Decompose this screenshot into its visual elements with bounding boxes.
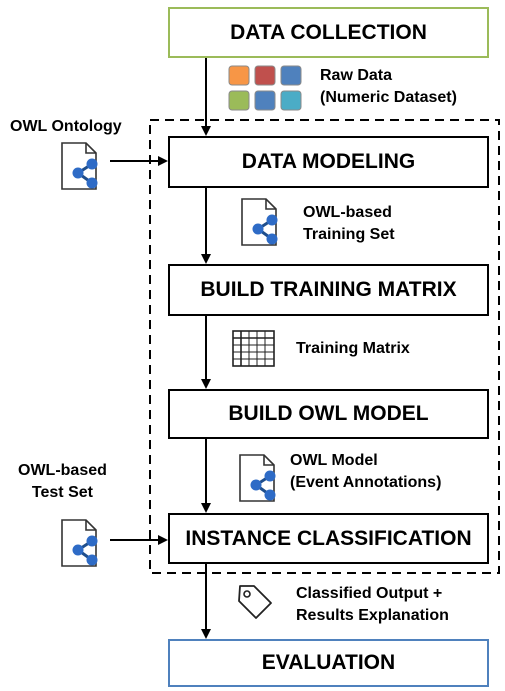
build-owl-model-box: BUILD OWL MODEL [168,389,489,439]
owl-ontology-label: OWL Ontology [10,118,122,135]
data-square [280,90,302,111]
data-modeling-label: DATA MODELING [241,150,416,173]
data-modeling-box: DATA MODELING [168,136,489,188]
process-boundary-dashed [149,119,500,574]
build-training-matrix-label: BUILD TRAINING MATRIX [200,278,457,301]
data-square [254,90,276,111]
build-owl-model-label: BUILD OWL MODEL [228,402,429,425]
build-training-matrix-box: BUILD TRAINING MATRIX [168,264,489,316]
classified-output-label: Classified Output + Results Explanation [296,585,449,624]
instance-classification-box: INSTANCE CLASSIFICATION [168,513,489,564]
data-collection-box: DATA COLLECTION [168,7,489,58]
data-square [228,65,250,86]
owl-training-set-label: OWL-based Training Set [303,204,395,243]
tag-icon [238,585,272,619]
document-network-icon [241,198,278,246]
spreadsheet-grid-icon [232,330,275,367]
data-collection-label: DATA COLLECTION [230,20,427,44]
owl-test-set-label: OWL-based Test Set [18,462,107,501]
data-square [228,90,250,111]
owl-model-label: OWL Model (Event Annotations) [290,452,442,491]
document-network-icon [61,519,98,567]
training-matrix-label: Training Matrix [296,340,410,357]
document-network-icon [239,454,276,502]
data-square [254,65,276,86]
evaluation-box: EVALUATION [168,639,489,687]
evaluation-label: EVALUATION [261,651,396,674]
data-square [280,65,302,86]
document-network-icon [61,142,98,190]
instance-classification-label: INSTANCE CLASSIFICATION [185,526,472,550]
data-squares-icon [228,65,302,111]
raw-data-label: Raw Data (Numeric Dataset) [320,67,457,106]
